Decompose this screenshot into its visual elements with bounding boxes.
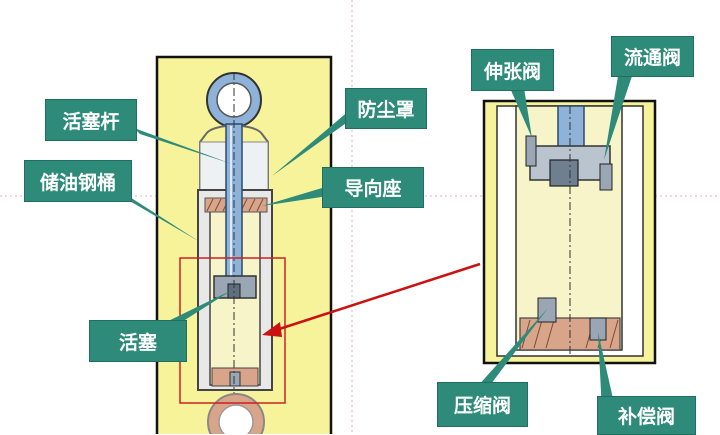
label-flow-valve: 流通阀 (611, 36, 694, 77)
label-compensation-valve: 补偿阀 (597, 396, 696, 435)
pointer-rebound-valve (510, 88, 532, 138)
detail-compensation-valve (589, 317, 607, 341)
zoom-arrow-head (262, 322, 282, 337)
zoom-arrow (269, 262, 481, 334)
label-rebound-valve: 伸张阀 (471, 49, 554, 91)
label-piston: 活塞 (89, 320, 187, 362)
detail-flow-valve (599, 163, 613, 191)
detail-compression-valve (537, 297, 557, 323)
label-reservoir-tube: 储油钢桶 (24, 160, 132, 202)
pointer-reservoir-tube (122, 192, 200, 242)
detail-rebound-valve (525, 135, 537, 167)
pointer-flow-valve (604, 76, 632, 160)
label-guide-seat: 导向座 (322, 167, 424, 208)
label-compression-valve: 压缩阀 (437, 382, 528, 427)
pointer-dust-cover (272, 110, 356, 176)
full-shock-absorber (155, 55, 333, 434)
pointer-piston-rod (134, 128, 232, 164)
detail-view (482, 99, 657, 365)
pointer-compensation-valve (598, 332, 616, 412)
label-dust-cover: 防尘罩 (345, 88, 427, 129)
pointer-guide-seat (262, 188, 328, 206)
pointer-compression-valve (476, 308, 548, 388)
label-piston-rod: 活塞杆 (45, 99, 137, 141)
bottom-eye-hole (218, 404, 254, 434)
